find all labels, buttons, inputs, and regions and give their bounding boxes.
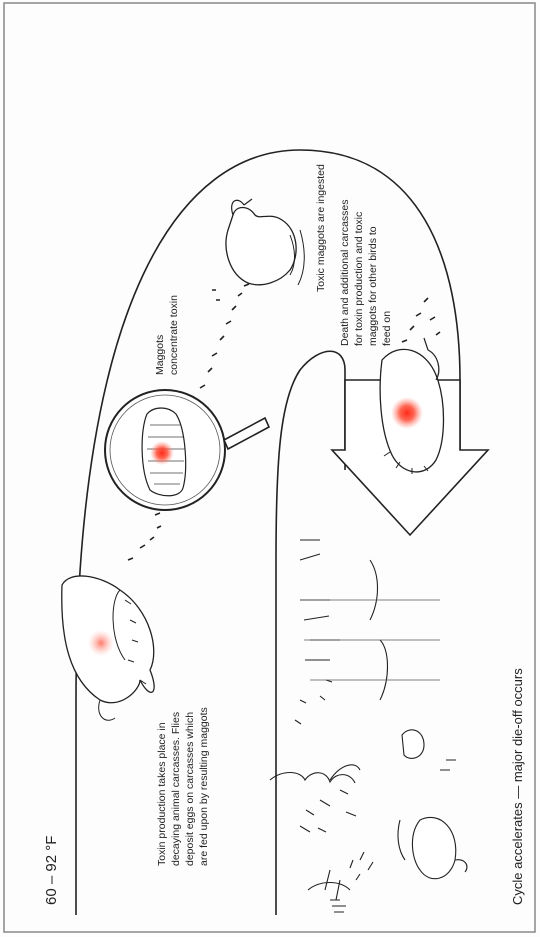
- temperature-label: 60 – 92 °F: [43, 836, 60, 905]
- svg-text:Toxic maggots are ingested: Toxic maggots are ingested: [315, 164, 327, 292]
- toxin-spot-sick-duck: [391, 397, 423, 429]
- svg-text:Maggots: Maggots: [154, 335, 166, 375]
- maggots-caption: Maggots concentrate toxin: [154, 295, 180, 375]
- ingested-caption: Toxic maggots are ingested: [315, 164, 327, 292]
- maggot-icon: [142, 408, 186, 496]
- svg-text:Toxin production takes place i: Toxin production takes place in: [156, 722, 168, 866]
- svg-text:feed on: feed on: [381, 311, 393, 346]
- toxin-spot-maggot: [150, 441, 174, 465]
- magnifier-icon: [105, 390, 269, 510]
- water-lines: [300, 600, 440, 680]
- svg-text:are fed upon by resulting magg: are fed upon by resulting maggots: [198, 707, 210, 866]
- svg-text:maggots for other birds to: maggots for other birds to: [367, 226, 379, 346]
- toxin-spot-carcass: [88, 630, 114, 656]
- svg-text:Death and additional carcasses: Death and additional carcasses: [339, 199, 351, 346]
- svg-text:deposit eggs on carcasses whic: deposit eggs on carcasses which: [184, 712, 196, 866]
- svg-text:concentrate toxin: concentrate toxin: [168, 295, 180, 375]
- swimming-duck-icon: [212, 199, 304, 300]
- svg-text:for toxin production and toxic: for toxin production and toxic: [353, 212, 365, 346]
- marsh-scene-icon: [270, 540, 467, 912]
- toxin-production-caption: Toxin production takes place in decaying…: [156, 707, 210, 866]
- cycle-inner-arc: [276, 351, 345, 915]
- death-carcasses-caption: Death and additional carcasses for toxin…: [339, 199, 393, 346]
- svg-text:decaying animal carcasses. Fli: decaying animal carcasses. Flies: [170, 712, 182, 866]
- cycle-caption: Cycle accelerates — major die-off occurs: [510, 668, 525, 905]
